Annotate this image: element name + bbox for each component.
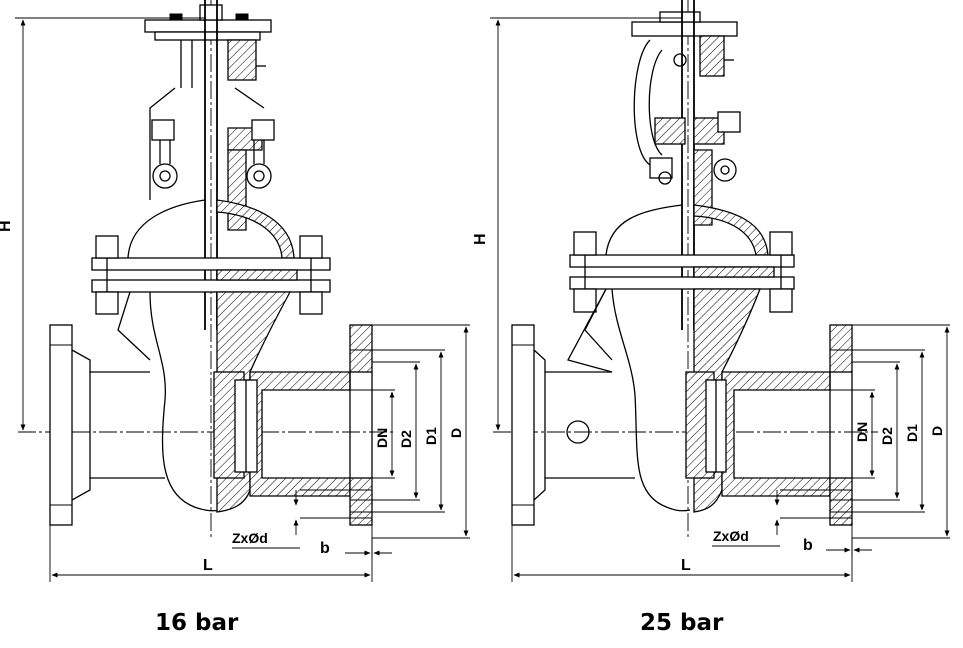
gland-bolts: [151, 119, 275, 189]
dim-b: b: [320, 538, 392, 558]
d1-label: D1: [423, 427, 439, 445]
left-flange: [511, 324, 635, 526]
right-flange: [829, 324, 853, 526]
b-label: b: [803, 537, 813, 554]
d1-label: D1: [904, 424, 920, 442]
handwheel: [631, 11, 738, 77]
l-label: L: [203, 557, 213, 574]
bonnet: [91, 199, 331, 315]
dim-h: H: [472, 17, 682, 431]
valve-body: [566, 288, 831, 513]
dim-b: b: [803, 537, 872, 558]
d-label: D: [929, 426, 945, 436]
valve-25bar: H L DN D2 D1 D: [472, 0, 950, 636]
l-label: L: [681, 557, 691, 574]
bonnet: [569, 204, 795, 313]
dim-diameters: DN D2 D1 D: [262, 324, 470, 539]
right-flange: [349, 324, 373, 526]
dim-bolt-hole: ZxØd: [232, 489, 372, 549]
caption-25bar: 25 bar: [640, 610, 724, 636]
valve-body: [117, 291, 351, 513]
d2-label: D2: [879, 427, 895, 445]
d-label: D: [448, 428, 464, 438]
zxd-label: ZxØd: [713, 528, 749, 544]
dim-diameters: DN D2 D1 D: [734, 324, 950, 539]
dim-bolt-hole: ZxØd: [712, 489, 852, 547]
dn-label: DN: [374, 428, 390, 448]
dn-label: DN: [854, 422, 870, 442]
dim-l: L: [511, 525, 853, 582]
b-label: b: [320, 540, 330, 557]
caption-16bar: 16 bar: [155, 610, 239, 636]
h-label: H: [0, 220, 14, 232]
left-flange: [49, 324, 165, 526]
zxd-label: ZxØd: [232, 530, 268, 546]
valve-16bar: H L DN D2 D1 D: [0, 0, 470, 636]
bypass-port: [566, 420, 590, 444]
dim-h: H: [0, 17, 205, 431]
d2-label: D2: [398, 430, 414, 448]
handwheel: [144, 4, 272, 81]
h-label: H: [472, 233, 489, 245]
